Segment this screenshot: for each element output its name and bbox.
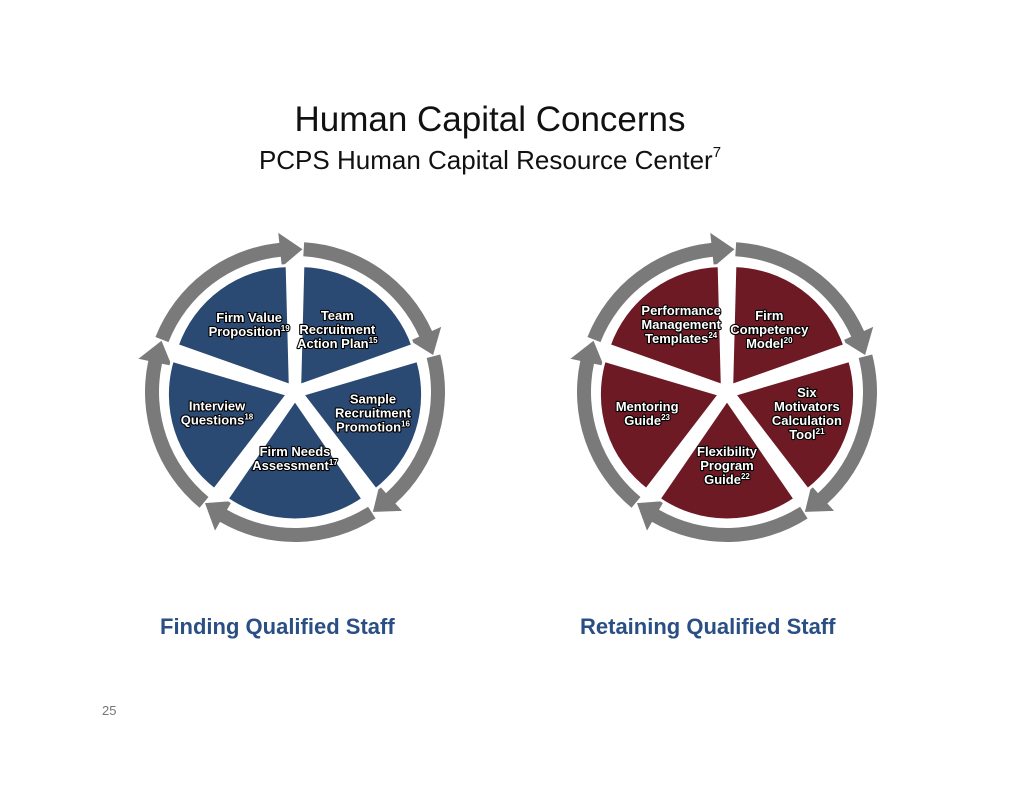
finding-segment [165, 358, 290, 492]
retaining-segment [607, 264, 724, 388]
finding-cycle-arrow [155, 232, 303, 343]
finding-segments [165, 264, 425, 522]
page-title: Human Capital Concerns [294, 100, 686, 139]
finding-segment [298, 264, 415, 388]
finding-cycle-arrow [205, 501, 376, 542]
finding-segment [224, 397, 366, 522]
finding-cycle-arrow [372, 354, 445, 512]
retaining-cycle-arrow [735, 242, 874, 355]
retaining-cycle-arrow [637, 501, 808, 542]
finding-segment [300, 358, 425, 492]
retaining-segments [597, 264, 857, 522]
retaining-segment [597, 358, 722, 492]
page-number: 25 [102, 703, 117, 718]
finding-cycle-arrow [303, 242, 442, 355]
retaining-segment [656, 397, 798, 522]
retaining-segment [730, 264, 847, 388]
subtitle-text: PCPS Human Capital Resource Center [258, 145, 713, 175]
retaining-cycle-arrow [587, 232, 735, 343]
subtitle-reference: 7 [712, 144, 722, 162]
retaining-cycle-arrow [804, 354, 878, 512]
page-subtitle: PCPS Human Capital Resource Center7 [0, 144, 980, 176]
finding-cycle-arrows [138, 232, 445, 542]
retaining-staff-caption: Retaining Qualified Staff [580, 614, 836, 639]
finding-staff-caption: Finding Qualified Staff [160, 614, 395, 639]
retaining-cycle-arrow [570, 340, 641, 508]
retaining-segment [732, 358, 857, 492]
retaining-cycle-arrows [570, 232, 878, 542]
finding-cycle-arrow [138, 340, 209, 508]
finding-segment [175, 264, 292, 388]
